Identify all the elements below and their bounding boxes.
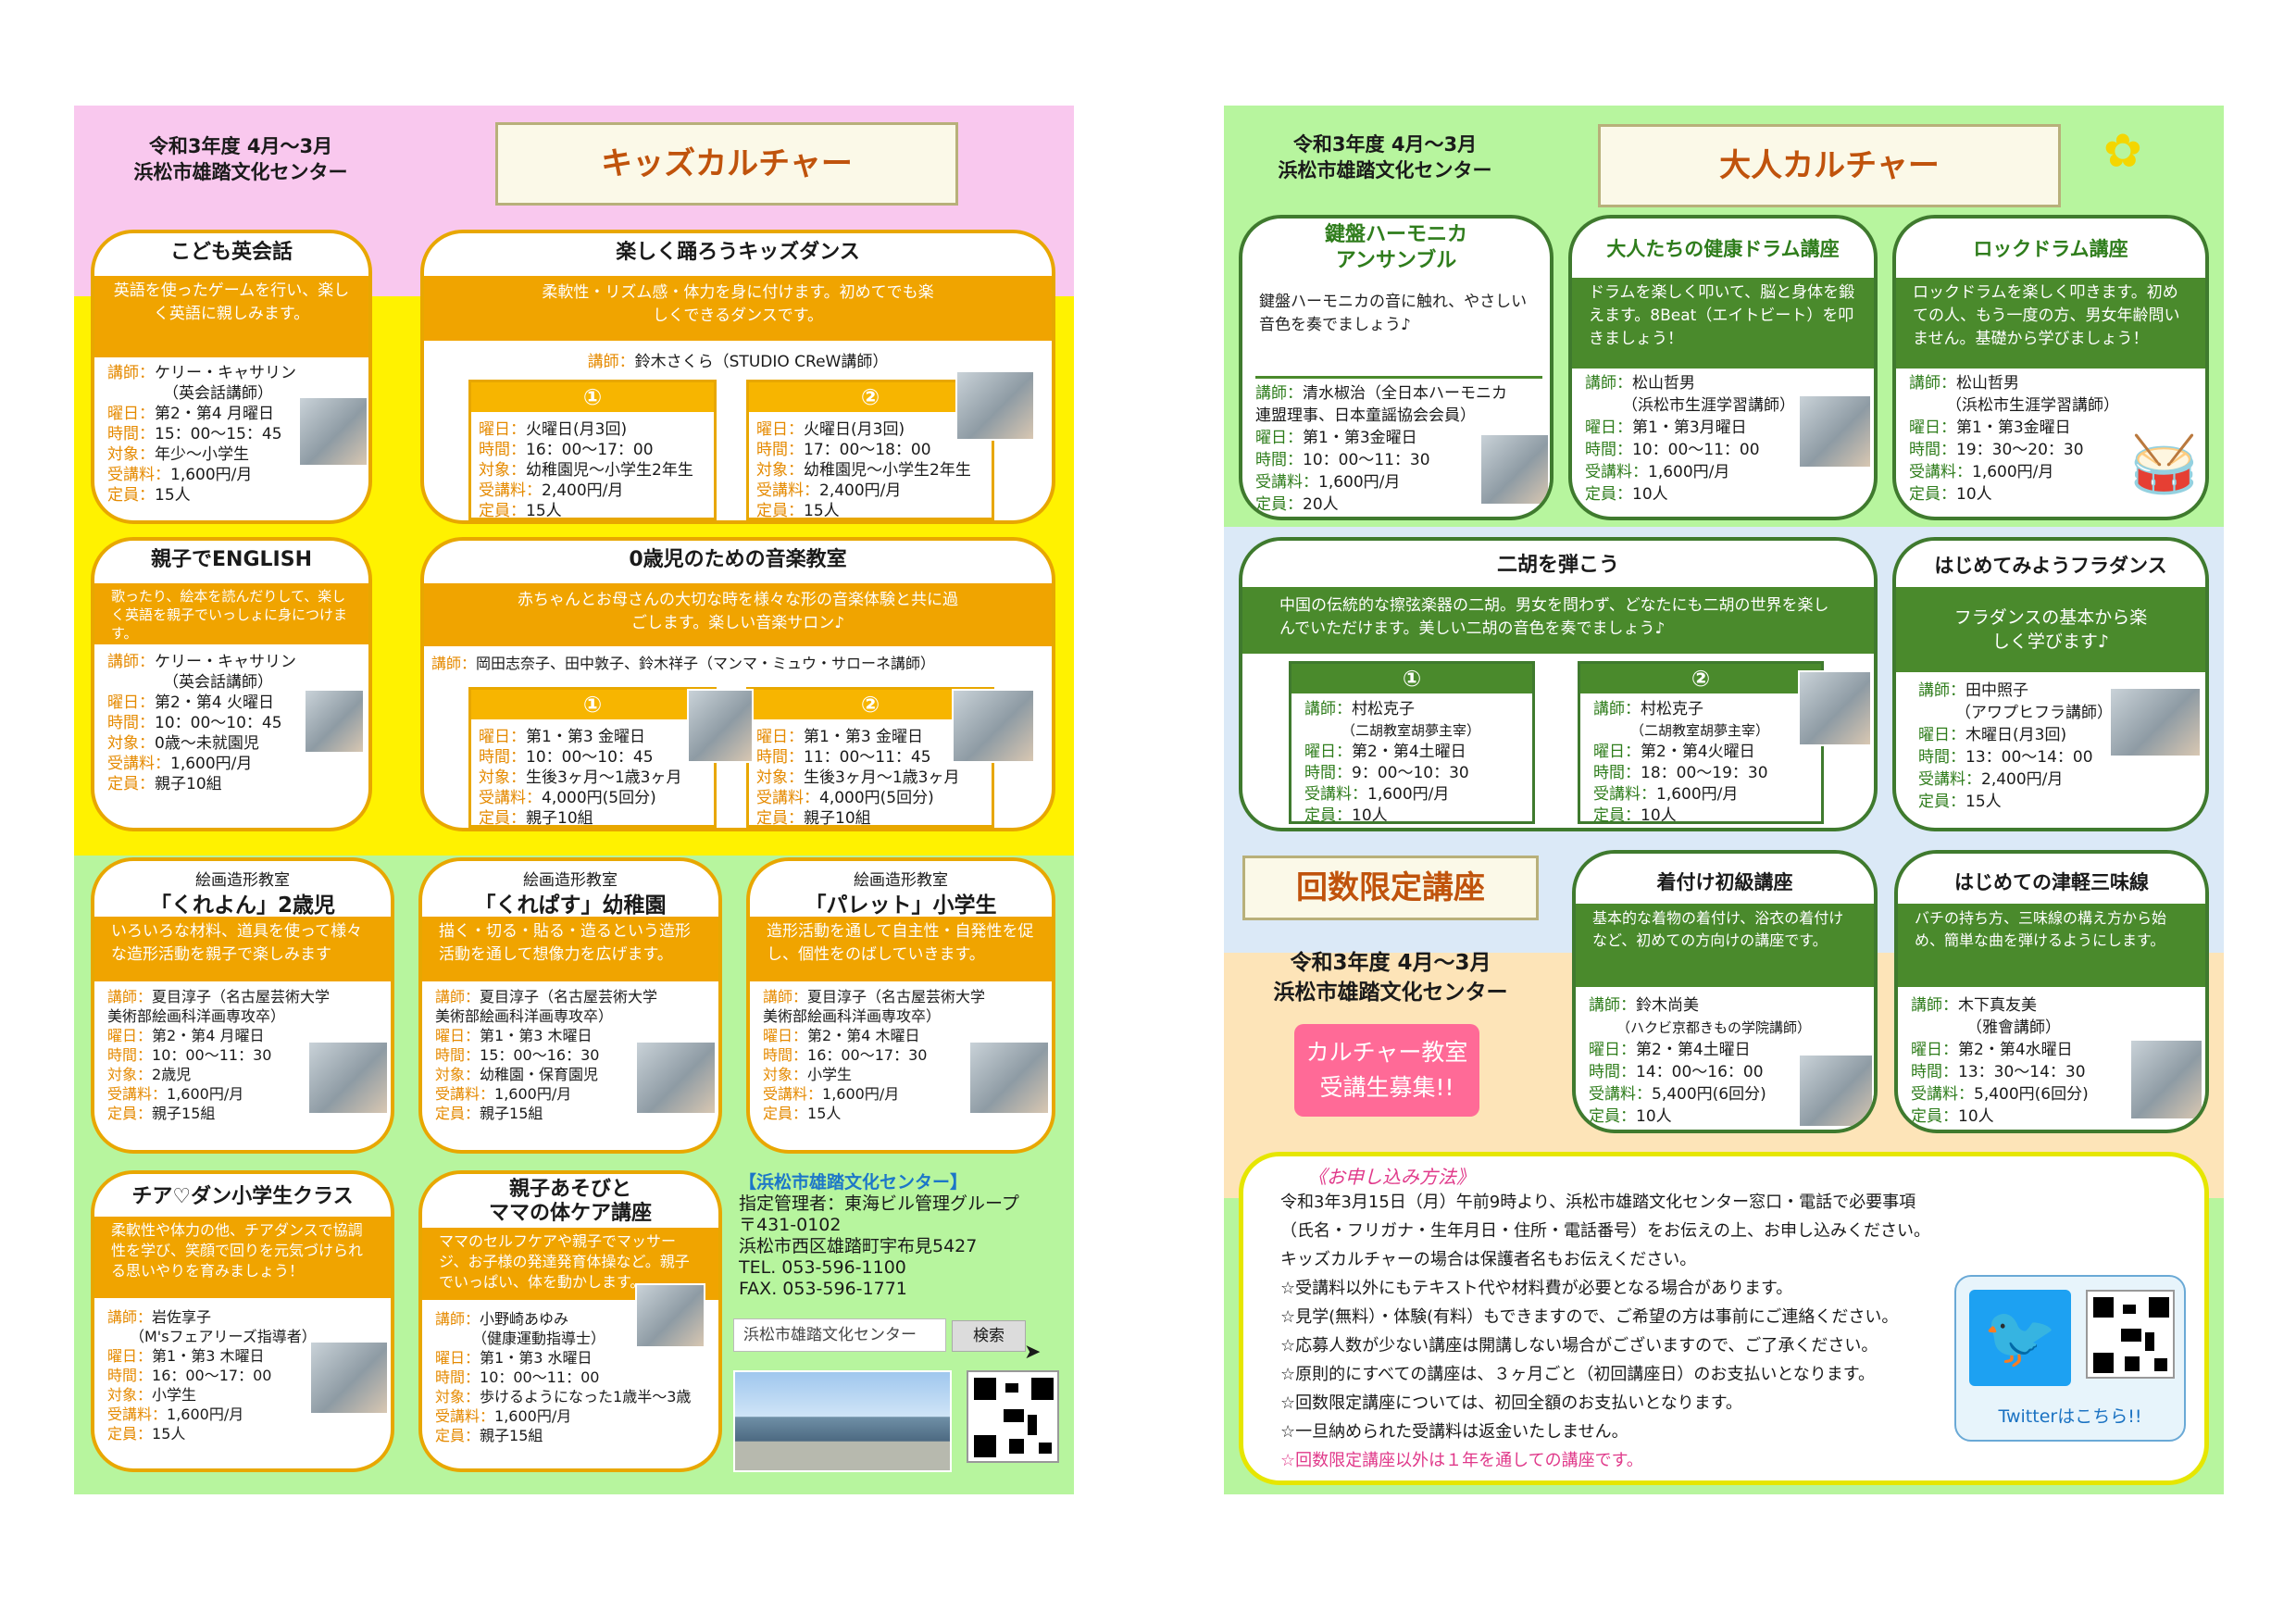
class-photo [635, 1041, 717, 1115]
card-kodomo-eikaiwa: こども英会話 英語を使ったゲームを行い、楽しく英語に親しみます。 講師：ケリー・… [91, 230, 372, 524]
sub-class-2: ② 講師：村松克子 （二胡教室胡夢主宰） 曜日：第2・第4火曜日 時間：18：0… [1578, 661, 1824, 825]
card-rock-drum: ロックドラム講座 ロックドラムを楽しく叩きます。初めての人、もう一度の方、男女年… [1892, 215, 2209, 520]
cursor-icon: ➤ [1024, 1341, 1042, 1364]
class-photo [1798, 1054, 1874, 1128]
card-baby-music: 0歳児のための音楽教室 赤ちゃんとお母さんの大切な時を様々な形の音楽体験と共に過… [420, 537, 1055, 831]
card-shamisen: はじめての津軽三味線 バチの持ち方、三味線の構え方から始め、簡単な曲を弾けるよう… [1894, 850, 2209, 1133]
sub-class-1: ① 曜日：火曜日(月3回) 時間：16：00～17：00 対象：幼稚園児～小学生… [468, 380, 717, 520]
class-photo [968, 1041, 1050, 1115]
building-photo [733, 1370, 952, 1472]
class-photo [298, 396, 368, 467]
class-photo [955, 370, 1035, 441]
sub-class-2: ② 曜日：火曜日(月3回) 時間：17：00～18：00 対象：幼稚園児～小学生… [746, 380, 994, 520]
limited-header: 令和3年度 4月～3月浜松市雄踏文化センター [1273, 951, 1508, 1005]
twitter-icon[interactable]: 🐦 [1969, 1290, 2071, 1386]
class-photo [304, 689, 365, 754]
apply-box: 《お申し込み方法》 令和3年3月15日（月）午前9時より、浜松市雄踏文化センター… [1239, 1152, 2209, 1485]
card-erhu: 二胡を弾こう 中国の伝統的な擦弦楽器の二胡。男女を問わず、どなたにも二胡の世界を… [1239, 537, 1878, 831]
adult-culture-page: 令和3年度 4月～3月浜松市雄踏文化センター 大人カルチャー ✿ 鍵盤ハーモニカ… [1224, 106, 2224, 1494]
search-input[interactable]: 浜松市雄踏文化センター [733, 1318, 946, 1352]
recruit-badge: カルチャー教室受講生募集!! [1294, 1024, 1479, 1117]
card-cheer-dance: チア♡ダン小学生クラス 柔軟性や体力の他、チアダンスで協調性を学び、笑顔で回りを… [91, 1170, 394, 1472]
class-photo [687, 689, 754, 763]
class-photo [1798, 670, 1872, 746]
apply-lines: 令和3年3月15日（月）午前9時より、浜松市雄踏文化センター窓口・電話で必要事項… [1280, 1193, 1930, 1470]
card-harmonica: 鍵盤ハーモニカアンサンブル 鍵盤ハーモニカの音に触れ、やさしい音色を奏でましょう… [1239, 215, 1554, 520]
card-health-drum: 大人たちの健康ドラム講座 ドラムを楽しく叩いて、脳と身体を鍛えます。8Beat（… [1568, 215, 1878, 520]
adult-header: 令和3年度 4月～3月浜松市雄踏文化センター [1278, 133, 1492, 181]
card-kids-dance: 楽しく踊ろうキッズダンス 柔軟性・リズム感・体力を身に付けます。初めてでも楽しく… [420, 230, 1055, 524]
card-crayon: 絵画造形教室 「くれよん」2歳児 いろいろな材料、道具を使って様々な造形活動を親… [91, 857, 394, 1154]
sub-class-1: ① 曜日：第1・第3 金曜日 時間：10：00～10：45 対象：生後3ヶ月～1… [468, 687, 717, 828]
twitter-box[interactable]: 🐦 Twitterはこちら!! [1954, 1275, 2186, 1442]
adult-title: 大人カルチャー [1598, 124, 2061, 207]
qr-code-icon[interactable] [2086, 1290, 2175, 1379]
flower-icon: ✿ [2103, 124, 2142, 178]
qr-code-icon[interactable] [967, 1370, 1059, 1463]
drum-icon: 🥁 [2129, 432, 2199, 497]
card-kitsuke: 着付け初級講座 基本的な着物の着付け、浴衣の着付けなど、初めての方向けの講座です… [1572, 850, 1878, 1133]
class-photo [1479, 433, 1550, 506]
card-mama-care: 親子あそびとママの体ケア講座 ママのセルフケアや親子でマッサージ、お子様の発達発… [418, 1170, 722, 1472]
class-photo [307, 1041, 389, 1115]
class-photo [635, 1283, 705, 1348]
class-photo [1798, 394, 1872, 468]
card-oyako-english: 親子でENGLISH 歌ったり、絵本を読んだりして、楽しく英語を親子でいっしょに… [91, 537, 372, 831]
kids-title: キッズカルチャー [495, 122, 958, 206]
card-palette: 絵画造形教室 「パレット」小学生 造形活動を通して自主性・自発性を促し、個性をの… [746, 857, 1055, 1154]
card-hula: はじめてみようフラダンス フラダンスの基本から楽しく学びます♪ 講師：田中照子 … [1892, 537, 2209, 831]
class-photo [2129, 1039, 2203, 1120]
kids-header: 令和3年度 4月～3月 浜松市雄踏文化センター [133, 135, 348, 183]
search-button[interactable]: 検索 [952, 1320, 1026, 1352]
card-crepas: 絵画造形教室 「くれぱす」幼稚園 描く・切る・貼る・造るという造形活動を通して想… [418, 857, 722, 1154]
sub-class-1: ① 講師：村松克子 （二胡教室胡夢主宰） 曜日：第2・第4土曜日 時間：9：00… [1289, 661, 1535, 825]
class-photo [952, 689, 1035, 763]
class-photo [309, 1341, 389, 1415]
class-photo [2109, 687, 2202, 757]
limited-title: 回数限定講座 [1242, 856, 1539, 920]
kids-culture-page: 令和3年度 4月～3月 浜松市雄踏文化センター キッズカルチャー こども英会話 … [74, 106, 1074, 1494]
course-info: 講師：ケリー・キャサリン （英会話講師） 曜日：第2・第4 月曜日 時間：15：… [107, 364, 296, 505]
center-info: 【浜松市雄踏文化センター】 指定管理者：東海ビル管理グループ 〒431-0102… [739, 1172, 1019, 1299]
